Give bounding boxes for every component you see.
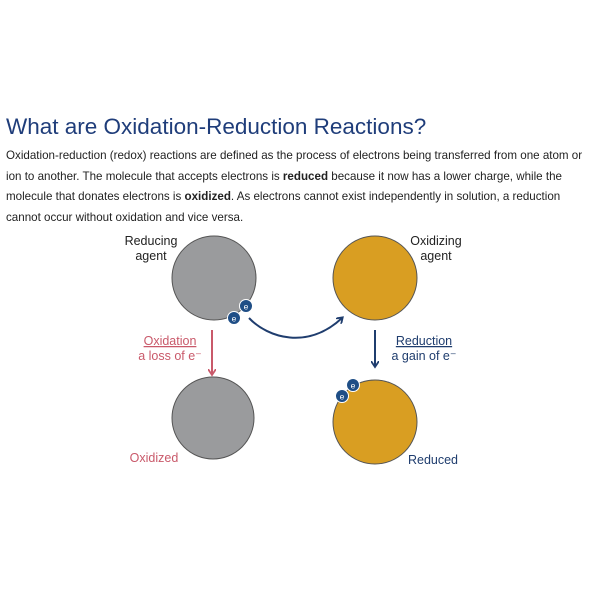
reducing-agent-label-line2: agent	[135, 249, 167, 263]
reducing-agent-circle	[171, 235, 257, 321]
svg-text:e: e	[351, 381, 356, 391]
oxidized-circle	[171, 376, 255, 460]
paragraph-text-2: because it now has a lower charge, while…	[6, 169, 562, 204]
electron-icon: e	[239, 299, 253, 313]
description-paragraph: Oxidation-reduction (redox) reactions ar…	[6, 146, 594, 228]
reducing-agent-label-line1: Reducing	[125, 234, 178, 248]
electron-transfer-arrow	[248, 318, 342, 339]
reduction-description: a gain of e⁻	[392, 349, 457, 363]
page-title: What are Oxidation-Reduction Reactions?	[6, 114, 427, 139]
electron-icon: e	[335, 389, 349, 403]
oxidized-label: Oxidized	[130, 451, 179, 465]
paragraph-text-1: Oxidation-reduction (redox) reactions ar…	[6, 149, 583, 183]
oxidized-term: oxidized	[184, 190, 231, 203]
reduced-circle	[332, 379, 418, 465]
reduced-label: Reduced	[408, 453, 458, 467]
paragraph-text-3: . As electrons cannot exist independentl…	[6, 190, 561, 224]
oxidizing-agent-circle	[332, 235, 418, 321]
oxidation-label: Oxidation	[144, 334, 197, 348]
electron-icon: e	[227, 311, 241, 325]
svg-text:e: e	[340, 392, 345, 402]
oxidation-description: a loss of e⁻	[138, 349, 202, 363]
reduced-term: reduced	[282, 169, 329, 183]
svg-text:e: e	[232, 314, 237, 324]
electron-icon: e	[346, 378, 360, 392]
oxidizing-agent-label-line2: agent	[420, 249, 452, 263]
svg-text:e: e	[244, 302, 249, 312]
reduction-label: Reduction	[396, 334, 452, 348]
oxidizing-agent-label-line1: Oxidizing	[410, 234, 461, 248]
